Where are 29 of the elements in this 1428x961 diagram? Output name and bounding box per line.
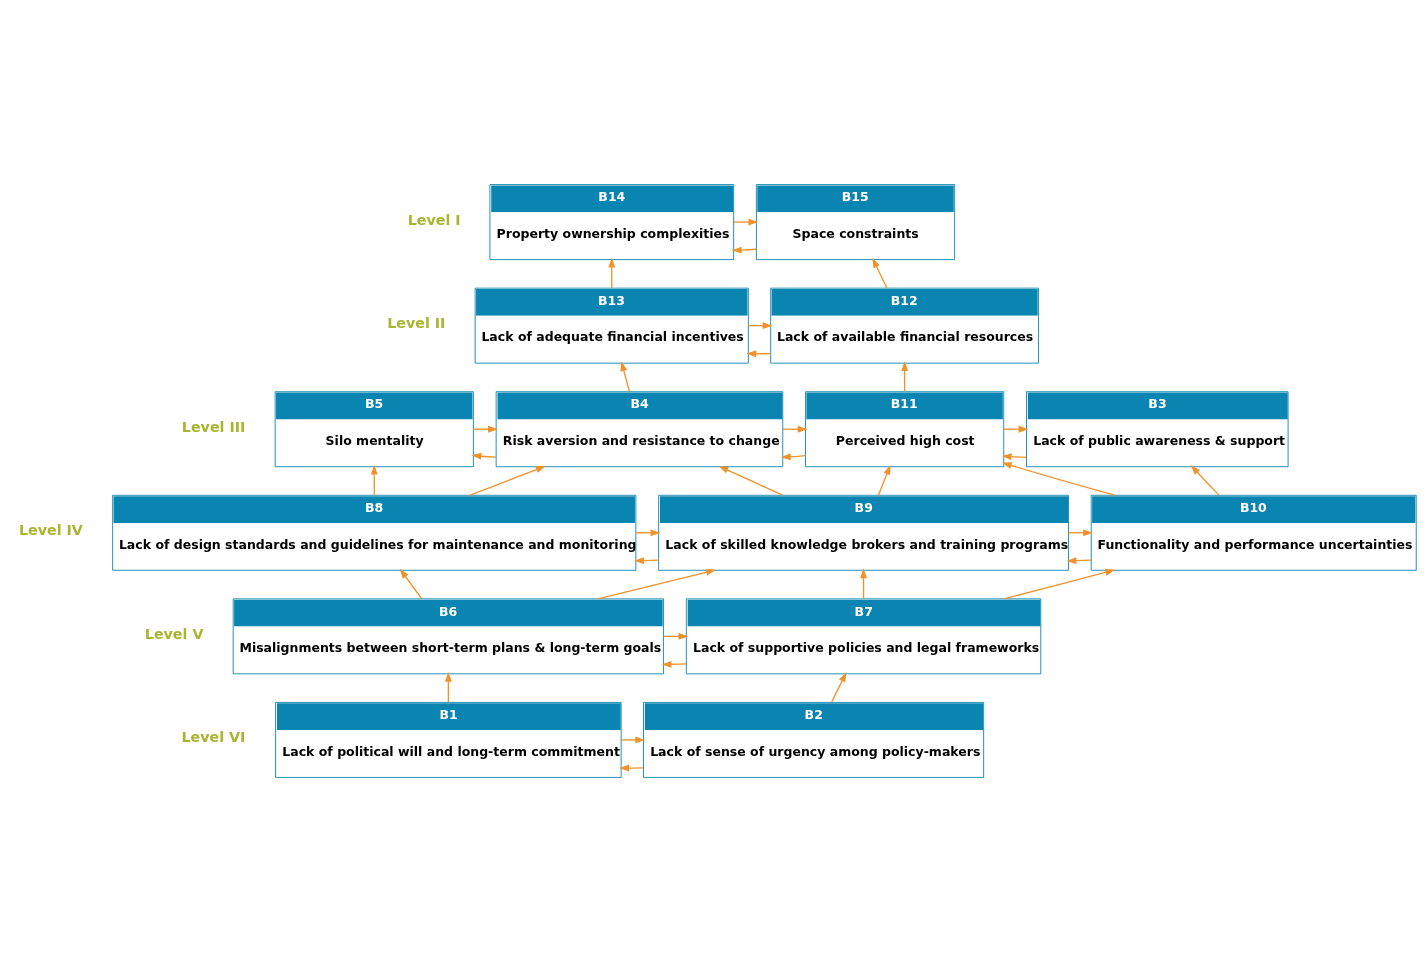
arrow bbox=[1001, 452, 1027, 460]
arrow bbox=[1001, 461, 1116, 496]
arrow bbox=[718, 465, 784, 496]
arrow bbox=[469, 465, 546, 496]
arrow bbox=[399, 568, 423, 599]
label: Level V bbox=[144, 625, 204, 642]
arrow bbox=[620, 360, 631, 392]
arrow bbox=[733, 218, 759, 225]
label: Level I bbox=[407, 211, 461, 228]
arrow bbox=[731, 246, 757, 254]
arrow bbox=[830, 671, 847, 703]
arrow bbox=[471, 452, 497, 460]
arrow bbox=[901, 360, 909, 392]
label: Level II bbox=[387, 314, 446, 331]
arrow bbox=[860, 567, 867, 599]
arrow bbox=[877, 464, 891, 496]
arrow bbox=[619, 764, 644, 771]
label: Level III bbox=[181, 418, 246, 435]
arrow bbox=[620, 736, 646, 743]
arrow bbox=[1003, 568, 1116, 599]
arrow bbox=[872, 257, 888, 289]
arrow bbox=[1190, 464, 1220, 496]
arrow bbox=[608, 257, 616, 289]
arrow bbox=[370, 464, 378, 496]
label: Level IV bbox=[18, 521, 83, 538]
arrow bbox=[597, 568, 716, 599]
label: Level VI bbox=[181, 728, 246, 745]
arrow bbox=[661, 660, 687, 668]
arrow bbox=[444, 671, 452, 703]
